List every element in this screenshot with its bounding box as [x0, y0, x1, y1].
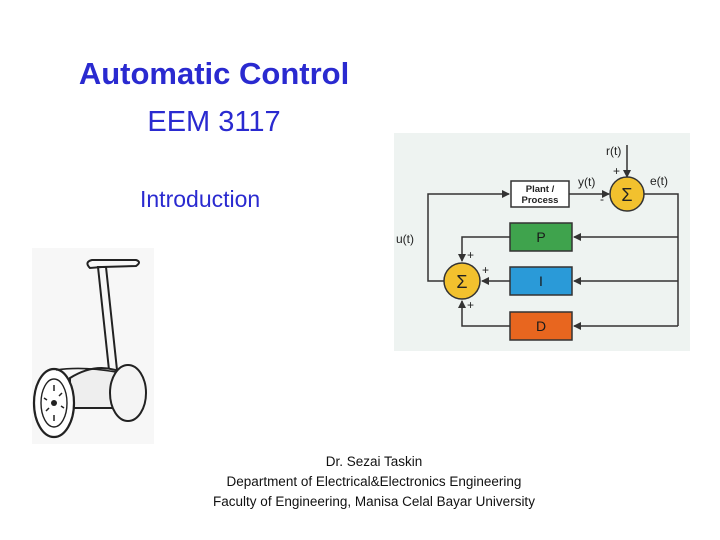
error-sum-symbol: Σ: [621, 185, 632, 205]
plant-label-line2: Process: [522, 195, 559, 206]
d-plus-sign: +: [467, 298, 474, 312]
d-block: [509, 311, 573, 341]
slide-title: Automatic Control: [78, 56, 350, 91]
reference-label: r(t): [606, 144, 621, 158]
output-minus-sign: -: [600, 192, 604, 206]
author-name: Dr. Sezai Taskin: [325, 454, 423, 469]
course-code: EEM 3117: [147, 106, 281, 138]
p-plus-sign: +: [467, 248, 474, 262]
error-label: e(t): [650, 174, 668, 188]
p-block-label: P: [536, 229, 545, 245]
slide-subtitle: Introduction: [140, 186, 261, 212]
i-block-label: I: [539, 273, 543, 289]
ref-plus-sign: +: [613, 164, 620, 178]
control-signal-label: u(t): [396, 232, 414, 246]
author-block: Dr. Sezai Taskin Department of Electrica…: [0, 452, 720, 512]
d-block-label: D: [536, 318, 546, 334]
segway-illustration: [32, 248, 154, 444]
pid-block-diagram: r(t) + Plant / Process y(t) - Σ e(t) P I…: [394, 133, 690, 351]
output-label: y(t): [578, 175, 595, 189]
department-name: Department of Electrical&Electronics Eng…: [226, 474, 522, 489]
faculty-name: Faculty of Engineering, Manisa Celal Bay…: [213, 494, 535, 509]
plant-block: [510, 180, 570, 208]
i-plus-sign: +: [482, 263, 489, 277]
pid-sum-symbol: Σ: [456, 272, 467, 292]
p-block: [509, 222, 573, 252]
plant-label-line1: Plant /: [526, 184, 555, 195]
